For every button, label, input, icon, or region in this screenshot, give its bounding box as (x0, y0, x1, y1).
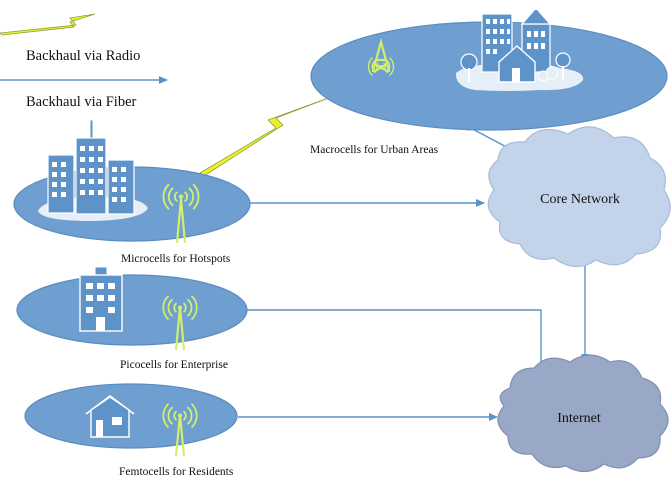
picocell-coverage-area (16, 274, 248, 346)
femtocell-coverage-area (24, 383, 238, 449)
picocell (16, 266, 248, 351)
internet-cloud (497, 354, 669, 473)
femtocell-antenna-icon (162, 403, 198, 457)
office-buildings-icon (38, 119, 148, 221)
femtocell-label: Femtocells for Residents (119, 466, 234, 478)
pico-to-internet-arrow (247, 309, 545, 373)
core-network-cloud (487, 126, 671, 268)
microcell-antenna-icon (162, 183, 200, 244)
picocell-label: Picocells for Enterprise (120, 359, 228, 371)
femtocell (24, 383, 238, 457)
legend: Backhaul via Radio Backhaul via Fiber (0, 13, 168, 110)
core-network-label: Core Network (540, 192, 620, 207)
radio-backhaul-bolt (199, 92, 343, 177)
enterprise-building-icon (79, 266, 123, 332)
microcell-label: Microcells for Hotspots (121, 253, 231, 265)
residence-house-icon (85, 395, 135, 438)
macrocell-label: Macrocells for Urban Areas (310, 144, 439, 156)
picocell-antenna-icon (162, 295, 198, 351)
radio-backhaul-legend-icon (0, 13, 96, 36)
internet-label: Internet (557, 411, 601, 426)
fiber-backhaul-legend-label: Backhaul via Fiber (26, 94, 137, 110)
microcell (13, 119, 251, 244)
city-buildings-icon (455, 2, 584, 91)
radio-backhaul-legend-label: Backhaul via Radio (26, 48, 140, 64)
macrocell (310, 2, 668, 131)
macrocell-tower-icon (367, 37, 395, 76)
